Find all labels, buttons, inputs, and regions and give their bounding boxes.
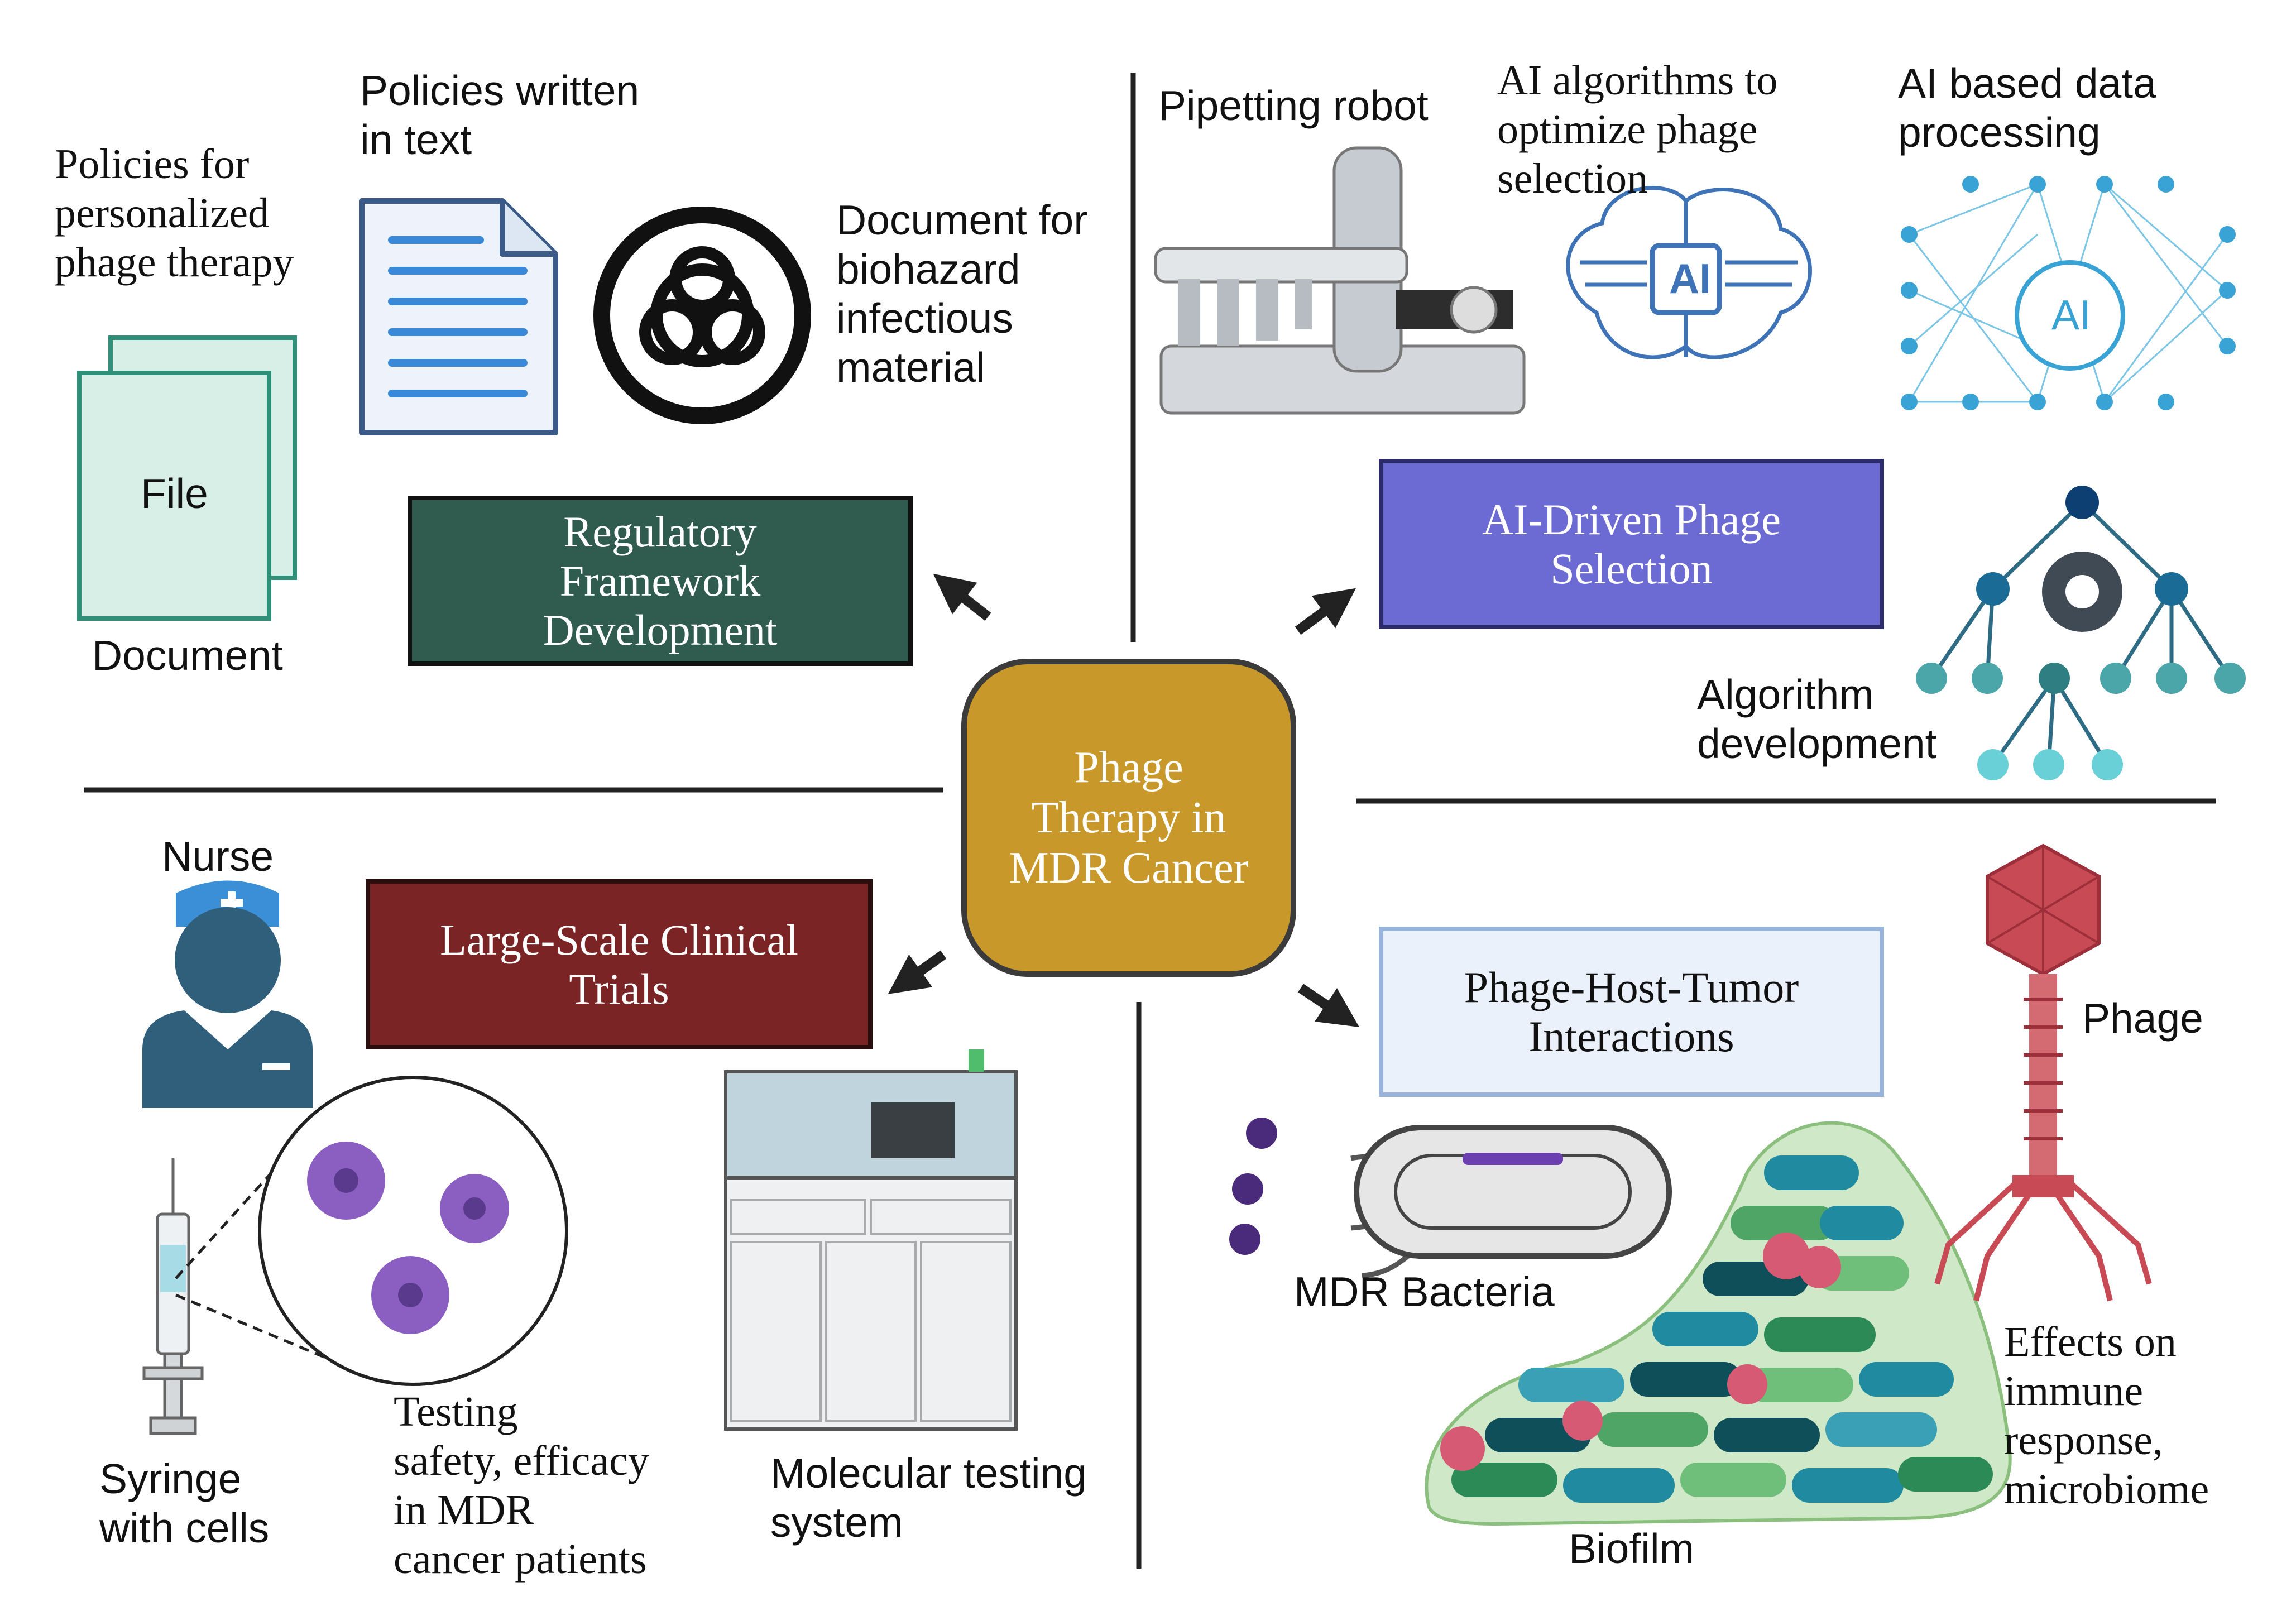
box-regulatory-framework: Regulatory Framework Development <box>408 496 913 666</box>
document-label: Document <box>92 632 283 679</box>
biohazard-doc-label: Document for biohazard infectious materi… <box>836 196 1088 391</box>
file-label: File <box>141 470 208 517</box>
ai-data-label: AI based data processing <box>1898 60 2156 156</box>
nurse-label: Nurse <box>162 833 274 880</box>
syringe-label: Syringe with cells <box>99 1455 270 1551</box>
pipetting-robot-label: Pipetting robot <box>1158 82 1429 129</box>
pipetting-robot-icon <box>1154 146 1526 415</box>
bacterium-icon <box>1229 1118 1672 1278</box>
arrow-to-regulatory <box>933 573 991 621</box>
policies-personalized-label: Policies for personalized phage therapy <box>55 141 294 286</box>
policies-written-label: Policies written in text <box>360 67 640 163</box>
cancer-cells-icon <box>175 1076 568 1386</box>
molecular-testing-label: Molecular testing system <box>770 1450 1087 1546</box>
ai-brain-chip-icon <box>1566 186 1812 359</box>
mdr-bacteria-label: MDR Bacteria <box>1294 1268 1555 1315</box>
box-phage-host-tumor: Phage-Host-Tumor Interactions <box>1379 927 1884 1097</box>
file-stack-icon <box>77 335 297 621</box>
box-clinical-trials: Large-Scale Clinical Trials <box>366 879 873 1049</box>
neural-network-icon <box>1901 176 2236 410</box>
box-ai-driven-selection: AI-Driven Phage Selection <box>1379 459 1884 629</box>
syringe-icon <box>142 1158 204 1435</box>
text-document-icon <box>359 198 558 435</box>
biohazard-icon <box>593 207 811 424</box>
effects-label: Effects on immune response, microbiome <box>2004 1318 2209 1513</box>
ai-circle-label: AI <box>2051 291 2091 338</box>
testing-label: Testing safety, efficacy in MDR cancer p… <box>394 1388 649 1583</box>
arrow-to-interactions <box>1298 984 1359 1027</box>
phage-icon <box>1934 843 2152 1302</box>
molecular-testing-machine-icon <box>724 1049 1018 1431</box>
biofilm-icon <box>1425 1121 2012 1526</box>
ai-chip-label: AI <box>1669 255 1711 302</box>
hub-phage-therapy: Phage Therapy in MDR Cancer <box>961 659 1296 977</box>
arrow-to-clinical <box>888 950 947 994</box>
biofilm-label: Biofilm <box>1569 1525 1695 1572</box>
arrow-to-ai-selection <box>1295 588 1356 635</box>
divider-lines <box>84 73 2216 1569</box>
algorithm-tree-icon <box>1916 486 2246 780</box>
hub-arrows <box>888 573 1359 1027</box>
ai-algorithms-label: AI algorithms to optimize phage selectio… <box>1497 57 1778 202</box>
nurse-icon <box>142 880 313 1108</box>
algorithm-development-label: Algorithm development <box>1697 671 1937 767</box>
phage-label: Phage <box>2082 995 2203 1042</box>
